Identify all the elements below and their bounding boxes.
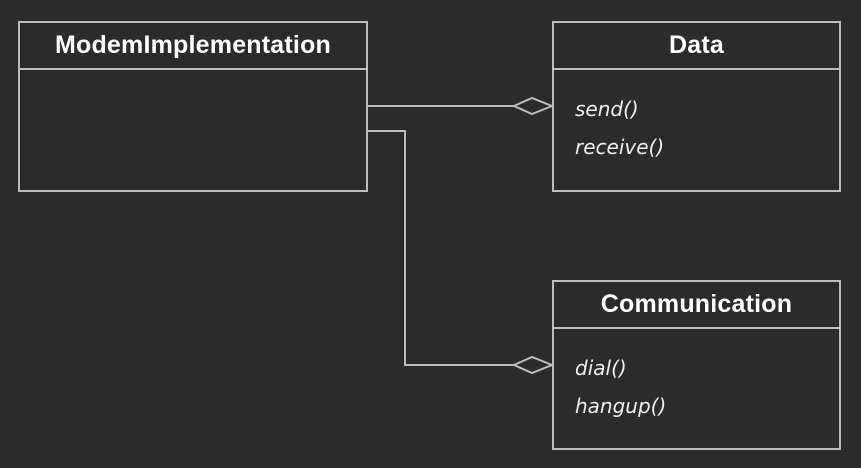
class-communication: Communication dial() hangup() bbox=[552, 280, 841, 450]
class-name: Data bbox=[554, 23, 839, 70]
class-methods: send() receive() bbox=[554, 70, 839, 166]
aggregation-diamond-communication bbox=[511, 355, 555, 375]
method-send: send() bbox=[575, 97, 639, 121]
aggregation-line-communication bbox=[368, 130, 514, 366]
class-methods bbox=[20, 70, 366, 90]
method-receive: receive() bbox=[575, 135, 665, 159]
aggregation-diamond-data bbox=[511, 96, 555, 116]
method-hangup: hangup() bbox=[575, 394, 667, 418]
class-name: ModemImplementation bbox=[20, 23, 366, 70]
class-modem-implementation: ModemImplementation bbox=[18, 21, 368, 192]
class-name: Communication bbox=[554, 282, 839, 329]
class-methods: dial() hangup() bbox=[554, 329, 839, 425]
method-dial: dial() bbox=[575, 356, 627, 380]
class-data: Data send() receive() bbox=[552, 21, 841, 192]
